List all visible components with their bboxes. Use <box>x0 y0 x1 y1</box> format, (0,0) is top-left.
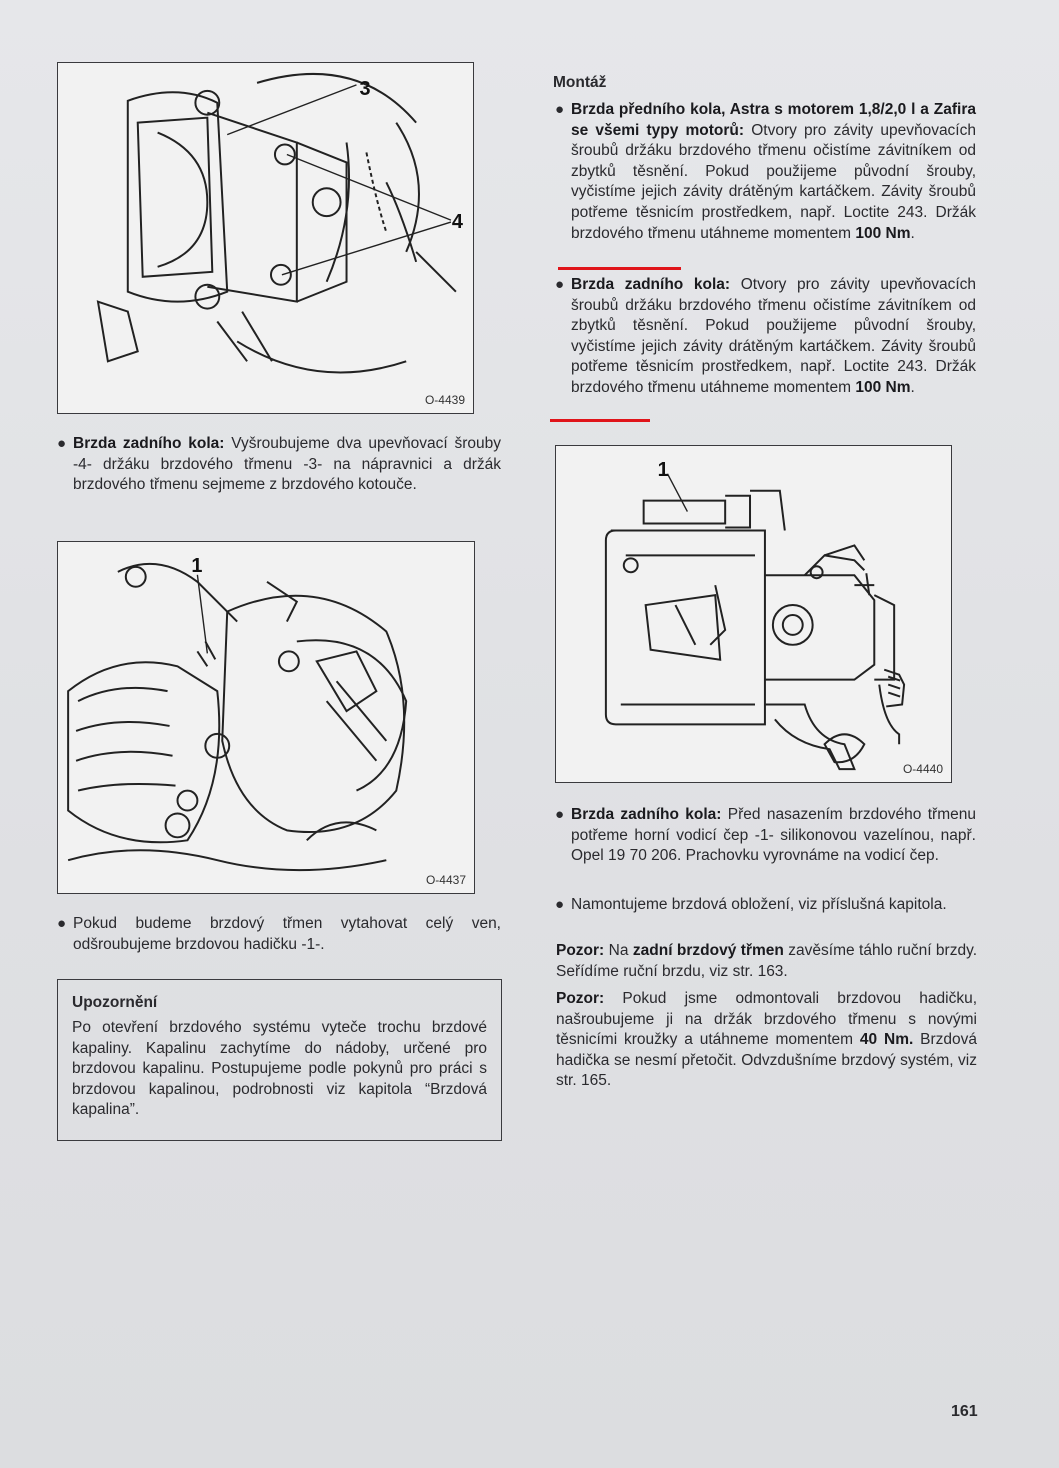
paragraph-bold-lead: Brzda zadního kola: <box>73 435 225 452</box>
rear-caliper-drawing: 1 <box>604 459 906 771</box>
brake-hose-drawing: 1 <box>67 555 408 872</box>
paragraph-rear-brake-install: ● Brzda zadního kola: Otvory pro závity … <box>555 275 976 399</box>
paragraph-text: Otvory pro závity upevňovacích šroubů dr… <box>571 276 977 396</box>
warning-box: Upozornění Po otevření brzdového systému… <box>57 979 502 1141</box>
red-underline <box>558 267 681 270</box>
note-text-end: Brzdová hadička se nesmí přetočit. Odvzd… <box>556 1031 977 1090</box>
bullet-icon: ● <box>555 276 565 293</box>
paragraph-end: . <box>910 224 915 242</box>
section-heading: Montáž <box>553 74 607 91</box>
note-text-end: zavěsíme táhlo ruční brzdy. Seřídíme ruč… <box>556 942 977 980</box>
paragraph-bold-lead: Brzda předního kola, Astra s motorem 1,8… <box>571 101 976 139</box>
bullet-icon: ● <box>555 896 565 913</box>
note-brake-hose: Pozor: Pokud jsme odmontovali brzdovou h… <box>556 989 977 1092</box>
note-text: Pokud jsme odmontovali brzdovou hadičku,… <box>556 990 977 1049</box>
paragraph-guide-pin: ● Brzda zadního kola: Před nasazením brz… <box>555 805 976 867</box>
fig1-label-4: 4 <box>452 211 463 233</box>
bullet-icon: ● <box>555 101 565 118</box>
note-bold: zadní brzdový třmen <box>632 942 784 959</box>
bullet-icon: ● <box>57 435 67 452</box>
torque-value: 100 Nm <box>855 378 911 396</box>
fig1-label-3: 3 <box>359 78 370 100</box>
paragraph-brake-pads: ● Namontujeme brzdová obložení, viz přís… <box>555 895 976 916</box>
fig2-label-1: 1 <box>191 555 202 577</box>
paragraph-end: . <box>910 378 915 396</box>
warning-body: Po otevření brzdového systému vyteče tro… <box>72 1019 487 1119</box>
figure-brake-hose: 1 O-4437 <box>57 541 475 894</box>
paragraph-bold-lead: Brzda zadního kola: <box>571 806 722 823</box>
note-label: Pozor: <box>556 942 605 959</box>
figure-code: O-4439 <box>424 393 465 407</box>
paragraph-brake-hose: ● Pokud budeme brzdový třmen vytahovat c… <box>57 914 501 955</box>
figure-code: O-4440 <box>902 762 943 776</box>
fig3-label-1: 1 <box>658 459 669 481</box>
paragraph-text: Pokud budeme brzdový třmen vytahovat cel… <box>73 915 501 953</box>
figure-code: O-4437 <box>425 873 466 887</box>
paragraph-bold-lead: Brzda zadního kola: <box>571 276 731 293</box>
brake-carrier-drawing: 3 4 <box>96 72 463 374</box>
paragraph-text: Před nasazením brzdového třmenu potřeme … <box>571 806 976 865</box>
paragraph-front-brake-install: ● Brzda předního kola, Astra s motorem 1… <box>555 100 976 244</box>
figure-rear-caliper: 1 O-4440 <box>555 445 952 783</box>
note-label: Pozor: <box>556 990 605 1007</box>
note-text: Na <box>604 942 633 959</box>
paragraph-text: Vyšroubujeme dva upevňovací šrouby -4- d… <box>73 435 501 494</box>
torque-value: 100 Nm <box>855 224 911 242</box>
figure-front-brake-carrier: 3 4 O-4439 <box>57 62 474 414</box>
page-number: 161 <box>951 1403 978 1420</box>
red-underline <box>550 419 650 422</box>
paragraph-text: Otvory pro závity upevňovacích šroubů dr… <box>571 121 976 242</box>
note-handbrake: Pozor: Na zadní brzdový třmen zavěsíme t… <box>556 941 977 982</box>
note-bold: 40 Nm. <box>859 1031 914 1049</box>
paragraph-rear-brake-removal: ● Brzda zadního kola: Vyšroubujeme dva u… <box>57 434 501 496</box>
bullet-icon: ● <box>555 806 565 823</box>
warning-title: Upozornění <box>72 994 158 1011</box>
paragraph-text: Namontujeme brzdová obložení, viz příslu… <box>571 896 947 913</box>
bullet-icon: ● <box>57 915 67 932</box>
